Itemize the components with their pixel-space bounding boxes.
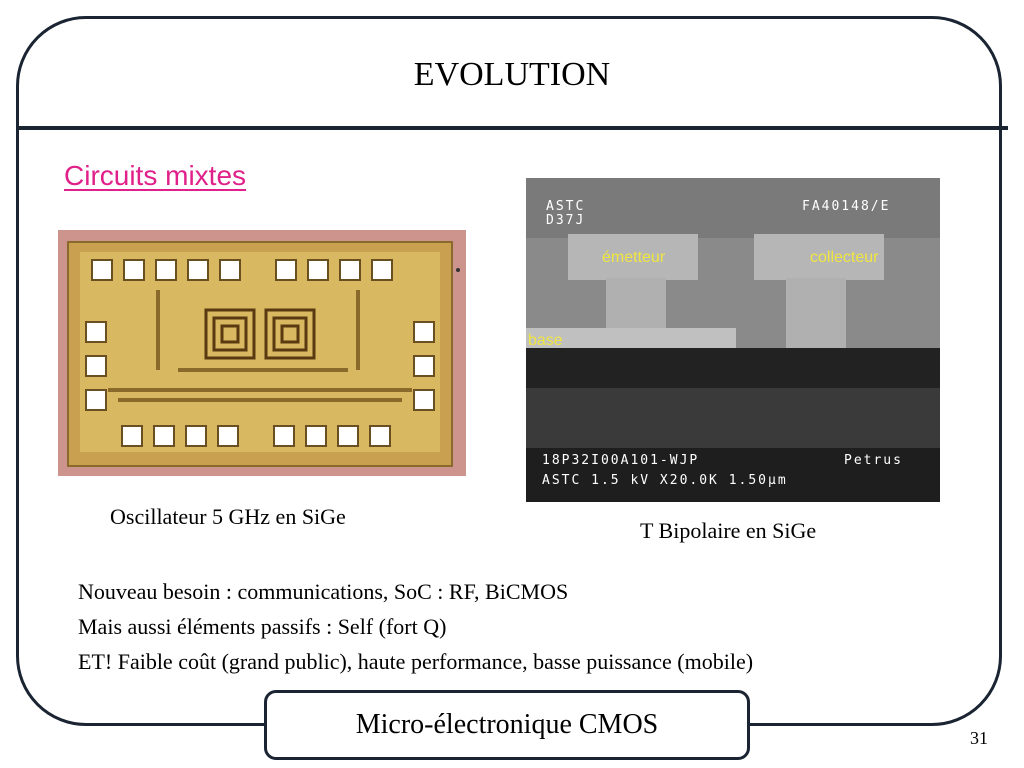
- slide-title: EVOLUTION: [413, 56, 611, 93]
- oscillator-caption: Oscillateur 5 GHz en SiGe: [110, 504, 346, 529]
- bullet-line-2: Mais aussi éléments passifs : Self (fort…: [78, 614, 447, 639]
- sem-label-base: base: [528, 332, 563, 349]
- sem-label-collector: collecteur: [810, 249, 879, 266]
- sem-overlay-top-right: FA40148/E: [802, 199, 890, 214]
- title-divider: [16, 126, 1008, 130]
- bipolar-transistor-caption: T Bipolaire en SiGe: [640, 518, 817, 543]
- sem-label-emitter: émetteur: [602, 249, 666, 266]
- sem-overlay-bottom-line-2: ASTC 1.5 kV X20.0K 1.50µm: [542, 473, 788, 488]
- oscillator-chip-image: [58, 230, 466, 476]
- sem-overlay-top-left-1: ASTC: [546, 199, 585, 214]
- sem-overlay-bottom-right-1: Petrus: [844, 453, 903, 468]
- bullet-line-1: Nouveau besoin : communications, SoC : R…: [78, 579, 569, 604]
- bullet-list: Nouveau besoin : communications, SoC : R…: [78, 574, 753, 679]
- footer-text: Micro-électronique CMOS: [355, 709, 659, 740]
- footer-box: Micro-électronique CMOS: [264, 690, 750, 760]
- page-number: 31: [970, 728, 988, 748]
- sem-overlay-bottom-line-1: 18P32I00A101-WJP: [542, 453, 699, 468]
- slide-subtitle: Circuits mixtes: [64, 160, 247, 191]
- bipolar-transistor-sem-image: émetteur collecteur base ASTC D37J FA401…: [526, 178, 940, 502]
- bullet-line-3: ET! Faible coût (grand public), haute pe…: [78, 649, 754, 674]
- sem-overlay-top-left-2: D37J: [546, 213, 585, 228]
